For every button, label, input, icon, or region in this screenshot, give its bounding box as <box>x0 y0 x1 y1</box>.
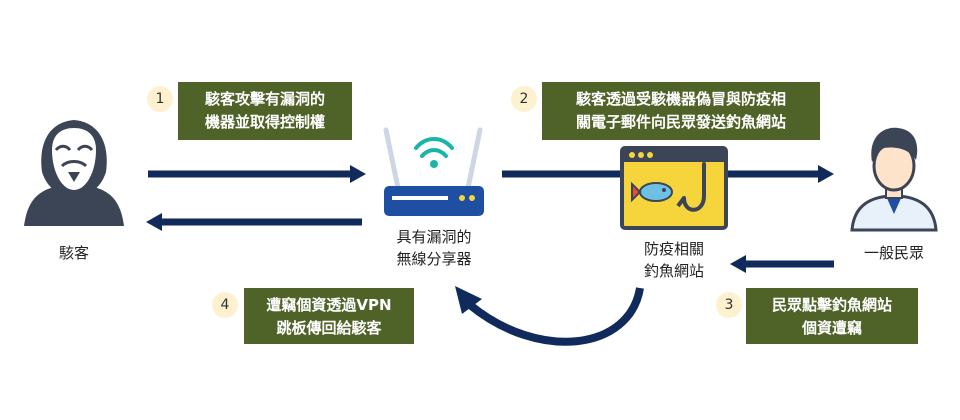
step-4-line2: 跳板傳回給駭客 <box>276 319 382 337</box>
hacker-icon <box>24 120 124 226</box>
public-label: 一般民眾 <box>846 242 942 264</box>
step-2-box: 駭客透過受駭機器偽冒與防疫相 關電子郵件向民眾發送釣魚網站 <box>542 82 820 140</box>
phishing-site-label: 防疫相關 釣魚網站 <box>614 238 734 282</box>
phishing-site-label-line1: 防疫相關 <box>643 240 704 258</box>
phishing-site-icon <box>620 146 728 230</box>
arrow-phishing-to-router-curve <box>455 286 644 346</box>
step-2-line2: 關電子郵件向民眾發送釣魚網站 <box>575 113 786 131</box>
step-4-box: 遭竊個資透過VPN 跳板傳回給駭客 <box>244 288 414 344</box>
router-label-line2: 無線分享器 <box>396 250 472 268</box>
arrow-hacker-to-router <box>148 165 366 183</box>
step-1-number: 1 <box>155 91 165 107</box>
public-label-text: 一般民眾 <box>863 244 924 262</box>
arrow-phishing-to-public <box>726 165 834 183</box>
step-3-number: 3 <box>724 297 734 313</box>
step-2-number: 2 <box>519 91 529 107</box>
person-icon <box>850 127 938 232</box>
router-label-line1: 具有漏洞的 <box>396 228 472 246</box>
step-1-badge: 1 <box>147 86 173 112</box>
hacker-label: 駭客 <box>44 242 104 264</box>
step-3-line2: 個資遭竊 <box>801 319 862 337</box>
step-4-line1: 遭竊個資透過VPN <box>266 296 392 314</box>
step-2-badge: 2 <box>511 86 537 112</box>
step-1-box: 駭客攻擊有漏洞的 機器並取得控制權 <box>178 82 352 140</box>
router-icon <box>383 127 484 216</box>
router-label: 具有漏洞的 無線分享器 <box>374 226 494 270</box>
step-3-badge: 3 <box>716 292 742 318</box>
step-4-number: 4 <box>220 297 230 313</box>
step-2-line1: 駭客透過受駭機器偽冒與防疫相 <box>575 90 786 108</box>
step-4-badge: 4 <box>212 292 238 318</box>
step-3-line1: 民眾點擊釣魚網站 <box>771 296 892 314</box>
arrow-public-to-phishing <box>730 255 834 273</box>
step-1-line1: 駭客攻擊有漏洞的 <box>204 90 325 108</box>
hacker-label-text: 駭客 <box>58 244 89 262</box>
step-1-line2: 機器並取得控制權 <box>204 113 325 131</box>
step-3-box: 民眾點擊釣魚網站 個資遭竊 <box>746 288 918 344</box>
arrow-router-to-hacker <box>146 213 362 231</box>
phishing-site-label-line2: 釣魚網站 <box>643 262 704 280</box>
